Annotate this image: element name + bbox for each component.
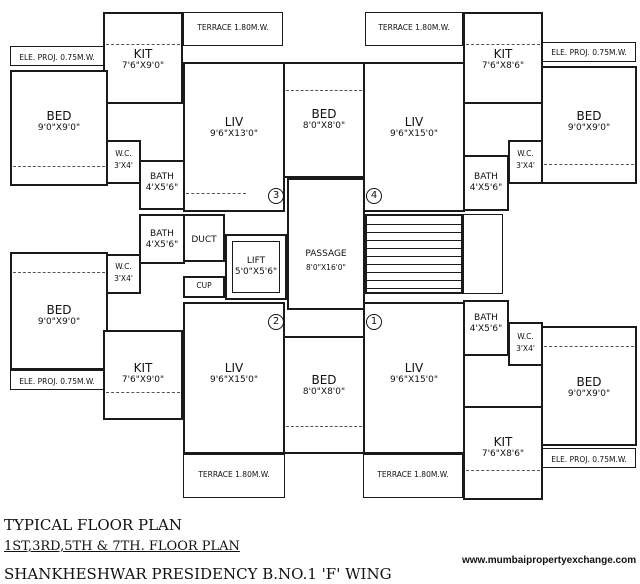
unit-1-marker: 1: [366, 314, 382, 330]
bed-inner-u4: [283, 62, 365, 178]
bath-u4-size: 4'X5'6": [469, 183, 503, 193]
bed-u2: [10, 252, 108, 370]
ele-proj-u3: [10, 46, 104, 66]
liv-u2-name: LIV: [224, 361, 244, 375]
kit-u3: [103, 12, 183, 104]
wc-u2-size: 3'X4': [114, 274, 133, 283]
ele-proj-u3-label: ELE. PROJ. 0.75M.W.: [19, 53, 95, 62]
terrace-u1-label: TERRACE 1.80M.W.: [377, 470, 449, 479]
unit-4-marker: 4: [366, 188, 382, 204]
bath-core-size: 4'X5'6": [145, 240, 179, 250]
bath-u3: [139, 160, 185, 210]
kit-u1-name: KIT: [493, 435, 513, 449]
bath-u4-name: BATH: [474, 172, 498, 182]
bath-u1-name: BATH: [474, 313, 498, 323]
wc-u4: [508, 140, 543, 184]
terrace-u1: [363, 454, 463, 498]
kit-u3-name: KIT: [133, 47, 153, 61]
plan-title: TYPICAL FLOOR PLAN: [4, 516, 183, 534]
terrace-u2: [183, 454, 285, 498]
bath-core-name: BATH: [150, 229, 174, 239]
bed-inner-u4-name: BED: [311, 107, 337, 121]
terrace-u3-label: TERRACE 1.80M.W.: [197, 23, 269, 32]
bath-u1-size: 4'X5'6": [469, 324, 503, 334]
kit-u2: [103, 330, 183, 420]
bed-u2-size: 9'0"X9'0": [37, 317, 81, 327]
wc-u1: [508, 322, 543, 366]
liv-u4-name: LIV: [404, 115, 424, 129]
liv-u2-size: 9'6"X15'0": [209, 375, 259, 385]
bed-u1-size: 9'0"X9'0": [567, 389, 611, 399]
unit-2-marker: 2: [268, 314, 284, 330]
liv-u3-size: 9'6"X13'0": [209, 129, 259, 139]
kit-u4-size: 7'6"X8'6": [481, 61, 525, 71]
bed-inner-u4-size: 8'0"X8'0": [302, 121, 346, 131]
lift-car: [232, 241, 280, 293]
liv-u3-name: LIV: [224, 115, 244, 129]
wc-u3-name: W.C.: [115, 149, 132, 158]
wc-u4-size: 3'X4': [516, 161, 535, 170]
liv-u4-size: 9'6"X15'0": [389, 129, 439, 139]
terrace-u3: [183, 12, 283, 46]
bed-inner-u2-size: 8'0"X8'0": [302, 387, 346, 397]
terrace-u4: [365, 12, 463, 46]
bed-u2-name: BED: [46, 303, 72, 317]
bath-u3-size: 4'X5'6": [145, 183, 179, 193]
liv-u1: [363, 302, 465, 454]
kit-u3-size: 7'6"X9'0": [121, 61, 165, 71]
bed-u4-size: 9'0"X9'0": [567, 123, 611, 133]
cup: [183, 276, 225, 298]
wc-u4-name: W.C.: [517, 149, 534, 158]
duct-label: DUCT: [191, 235, 217, 245]
ele-proj-u4: [542, 42, 636, 62]
staircase: [365, 214, 463, 294]
wc-u1-name: W.C.: [517, 332, 534, 341]
bath-core-left: [139, 214, 185, 264]
kit-u1: [463, 406, 543, 500]
ele-proj-u1-label: ELE. PROJ. 0.75M.W.: [551, 455, 627, 464]
duct: [183, 214, 225, 262]
kit-u2-name: KIT: [133, 361, 153, 375]
liv-u2: [183, 302, 285, 454]
kit-u1-size: 7'6"X8'6": [481, 449, 525, 459]
liv-u4: [363, 62, 465, 212]
lift-size: 5'0"X5'6": [234, 267, 278, 277]
ele-proj-u4-label: ELE. PROJ. 0.75M.W.: [551, 48, 627, 57]
ele-proj-u2-label: ELE. PROJ. 0.75M.W.: [19, 377, 95, 386]
bed-u1-name: BED: [576, 375, 602, 389]
liv-u1-name: LIV: [404, 361, 424, 375]
wc-u2-name: W.C.: [115, 262, 132, 271]
passage: [287, 178, 365, 310]
building-name: SHANKHESHWAR PRESIDENCY B.NO.1 'F' WING: [4, 565, 392, 583]
liv-u1-size: 9'6"X15'0": [389, 375, 439, 385]
passage-size: 8'0"X16'0": [305, 263, 347, 272]
liv-u3: [183, 62, 285, 212]
stair-landing: [463, 214, 503, 294]
wc-u1-size: 3'X4': [516, 344, 535, 353]
watermark-url: www.mumbaipropertyexchange.com: [462, 555, 637, 566]
bed-u3-size: 9'0"X9'0": [37, 123, 81, 133]
terrace-u4-label: TERRACE 1.80M.W.: [378, 23, 450, 32]
bed-u3-name: BED: [46, 109, 72, 123]
kit-u4-name: KIT: [493, 47, 513, 61]
bath-u4: [463, 155, 509, 211]
bed-u4-name: BED: [576, 109, 602, 123]
kit-u4: [463, 12, 543, 104]
unit-3-marker: 3: [268, 188, 284, 204]
lift-name: LIFT: [246, 256, 266, 266]
floors-subtitle: 1ST,3RD,5TH & 7TH. FLOOR PLAN: [4, 539, 240, 554]
wc-u3-size: 3'X4': [114, 161, 133, 170]
kit-u2-size: 7'6"X9'0": [121, 375, 165, 385]
passage-name: PASSAGE: [305, 249, 347, 259]
terrace-u2-label: TERRACE 1.80M.W.: [198, 470, 270, 479]
bed-inner-u2-name: BED: [311, 373, 337, 387]
cup-label: CUP: [196, 281, 212, 290]
bath-u3-name: BATH: [150, 172, 174, 182]
